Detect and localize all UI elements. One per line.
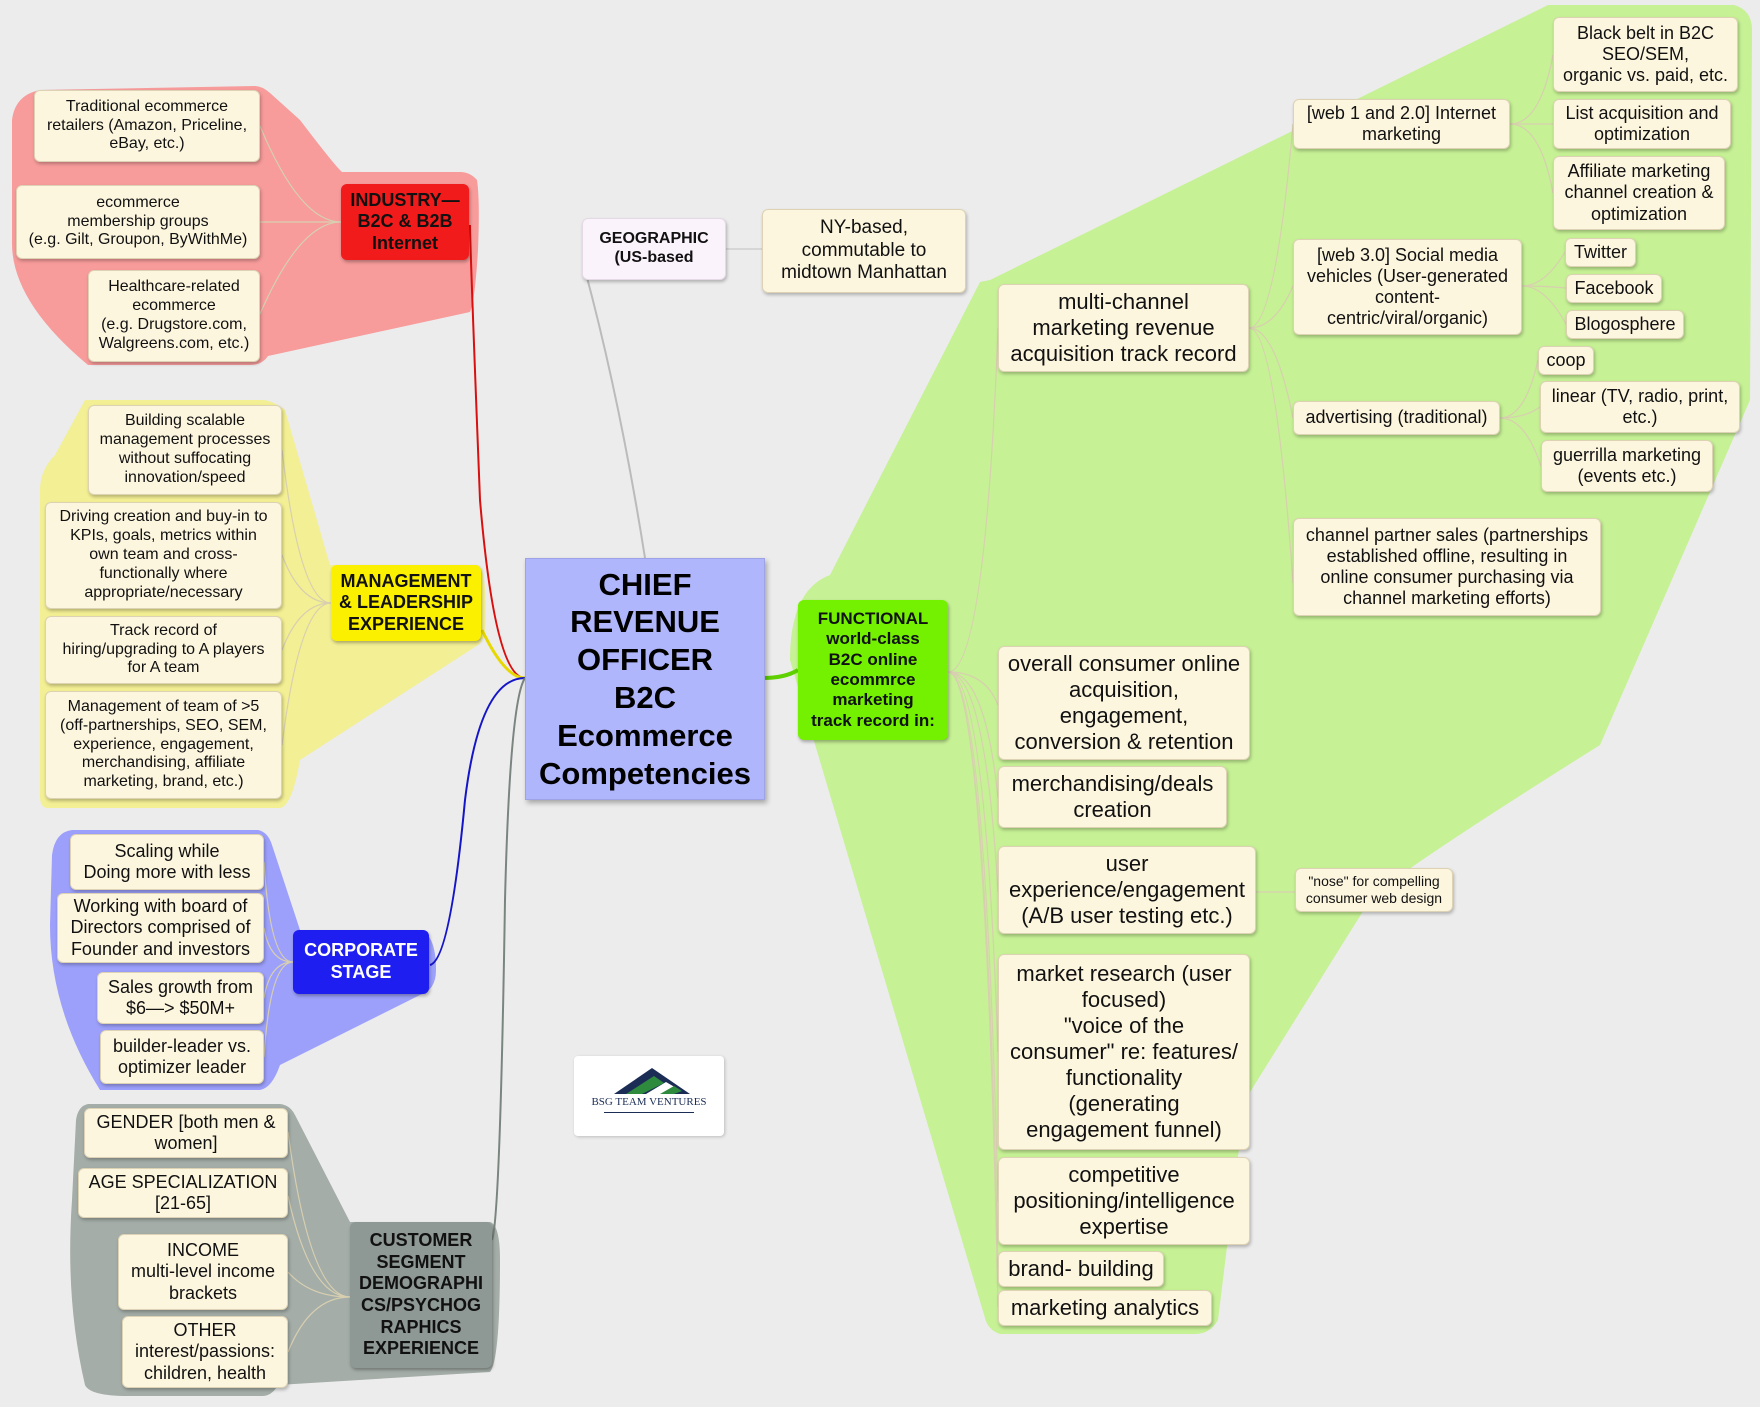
corporate-sales-growth[interactable]: Sales growth from $6—> $50M+ — [97, 972, 264, 1024]
mgmt-hiring-a-players[interactable]: Track record of hiring/upgrading to A pl… — [45, 616, 282, 684]
management-child-connectors — [281, 449, 332, 746]
geographic-ny-based[interactable]: NY-based, commutable to midtown Manhatta… — [762, 209, 966, 293]
func-user-experience[interactable]: user experience/engagement (A/B user tes… — [998, 846, 1256, 934]
web12-seo-sem[interactable]: Black belt in B2C SEO/SEM, organic vs. p… — [1553, 17, 1738, 92]
logo-text: BSG TEAM VENTURES — [591, 1096, 707, 1108]
corporate-builder-leader[interactable]: builder-leader vs. optimizer leader — [100, 1030, 264, 1084]
web3-social-media[interactable]: [web 3.0] Social media vehicles (User-ge… — [1293, 239, 1522, 335]
management-connector — [480, 629, 526, 680]
corporate-board-of-directors[interactable]: Working with board of Directors comprise… — [57, 893, 264, 963]
functional-connector — [762, 668, 800, 680]
advertising-traditional[interactable]: advertising (traditional) — [1293, 401, 1500, 435]
central-topic[interactable]: CHIEF REVENUE OFFICER B2C Ecommerce Comp… — [525, 558, 765, 800]
func-consumer-acquisition[interactable]: overall consumer online acquisition, eng… — [998, 646, 1250, 760]
management-header[interactable]: MANAGEMENT & LEADERSHIP EXPERIENCE — [331, 565, 481, 641]
advertising-linear[interactable]: linear (TV, radio, print, etc.) — [1540, 381, 1740, 433]
corporate-connector — [429, 677, 526, 966]
web3-twitter[interactable]: Twitter — [1565, 238, 1636, 267]
industry-header[interactable]: INDUSTRY— B2C & B2B Internet — [341, 184, 469, 260]
geographic-header[interactable]: GEOGRAPHIC (US-based — [582, 218, 726, 280]
web3-blogosphere[interactable]: Blogosphere — [1566, 310, 1684, 339]
industry-connector — [469, 224, 526, 679]
customer-gender[interactable]: GENDER [both men & women] — [84, 1108, 288, 1158]
mountain-logo-icon — [614, 1068, 690, 1094]
corporate-child-connectors — [263, 861, 294, 1058]
customer-header[interactable]: CUSTOMER SEGMENT DEMOGRAPHI CS/PSYCHOG R… — [350, 1222, 492, 1368]
multichannel-marketing[interactable]: multi-channel marketing revenue acquisit… — [998, 284, 1249, 372]
mgmt-kpis-goals[interactable]: Driving creation and buy-in to KPIs, goa… — [45, 502, 282, 609]
industry-child-connectors — [259, 125, 342, 315]
mgmt-team-management[interactable]: Management of team of >5 (off-partnershi… — [45, 691, 282, 799]
func-marketing-analytics[interactable]: marketing analytics — [998, 1290, 1212, 1326]
web12-affiliate-marketing[interactable]: Affiliate marketing channel creation & o… — [1553, 156, 1725, 230]
func-market-research[interactable]: market research (user focused) "voice of… — [998, 954, 1250, 1150]
channel-partner-sales[interactable]: channel partner sales (partnerships esta… — [1293, 518, 1601, 616]
functional-child-connectors — [947, 327, 999, 1308]
corporate-header[interactable]: CORPORATE STAGE — [293, 930, 429, 994]
advertising-guerrilla[interactable]: guerrilla marketing (events etc.) — [1541, 440, 1713, 492]
func-brand-building[interactable]: brand- building — [998, 1251, 1164, 1287]
customer-connector — [491, 677, 526, 1241]
customer-income[interactable]: INCOME multi-level income brackets — [118, 1234, 288, 1310]
industry-traditional-ecommerce[interactable]: Traditional ecommerce retailers (Amazon,… — [34, 90, 260, 162]
customer-child-connectors — [287, 1131, 351, 1353]
web12-internet-marketing[interactable]: [web 1 and 2.0] Internet marketing — [1293, 99, 1510, 149]
corporate-scaling[interactable]: Scaling while Doing more with less — [70, 834, 264, 890]
industry-membership-groups[interactable]: ecommerce membership groups (e.g. Gilt, … — [16, 185, 260, 259]
func-web-design-nose[interactable]: "nose" for compelling consumer web desig… — [1295, 868, 1453, 912]
industry-healthcare-ecommerce[interactable]: Healthcare-related ecommerce (e.g. Drugs… — [88, 270, 260, 362]
mgmt-scalable-processes[interactable]: Building scalable management processes w… — [88, 405, 282, 495]
web12-list-acquisition[interactable]: List acquisition and optimization — [1553, 99, 1731, 149]
customer-other-interests[interactable]: OTHER interest/passions: children, healt… — [122, 1316, 288, 1388]
web12-child-connectors — [1509, 54, 1554, 194]
bsg-team-ventures-logo: BSG TEAM VENTURES — [574, 1056, 724, 1136]
advertising-child-connectors — [1499, 359, 1542, 467]
functional-header[interactable]: FUNCTIONAL world-class B2C online ecommr… — [798, 600, 948, 740]
web3-child-connectors — [1521, 251, 1567, 325]
customer-age[interactable]: AGE SPECIALIZATION [21-65] — [78, 1168, 288, 1218]
web3-facebook[interactable]: Facebook — [1566, 274, 1662, 303]
logo-rule — [604, 1112, 694, 1113]
geographic-connector — [584, 269, 646, 559]
multichannel-child-connectors — [1248, 123, 1294, 584]
advertising-coop[interactable]: coop — [1538, 346, 1594, 375]
func-merchandising[interactable]: merchandising/deals creation — [998, 766, 1227, 828]
func-competitive-positioning[interactable]: competitive positioning/intelligence exp… — [998, 1157, 1250, 1245]
